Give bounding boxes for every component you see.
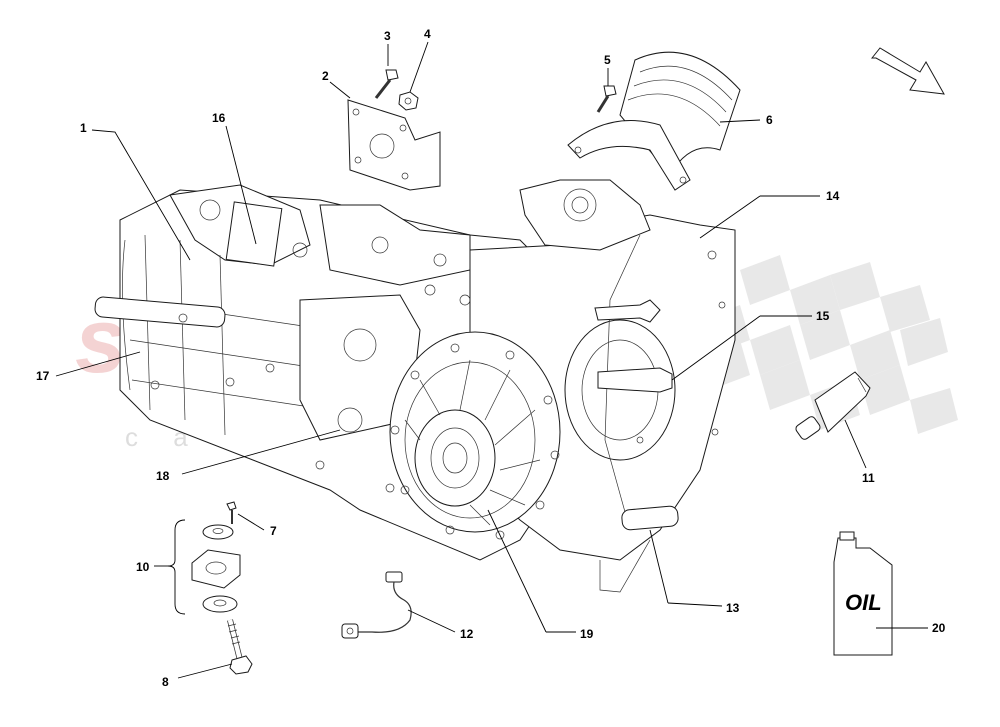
callout-14: 14 <box>826 189 840 203</box>
callout-4: 4 <box>424 27 431 41</box>
callout-labels: 1 2 3 4 5 6 7 8 10 11 12 13 14 15 16 17 … <box>36 27 946 689</box>
bolt-part-8 <box>227 619 253 675</box>
oil-bottle-label: OIL <box>845 590 882 615</box>
callout-10: 10 <box>136 560 150 574</box>
screw-part-7 <box>226 501 237 524</box>
callout-13: 13 <box>726 601 740 615</box>
callout-16: 16 <box>212 111 226 125</box>
callout-1: 1 <box>80 121 87 135</box>
callout-18: 18 <box>156 469 170 483</box>
differential-cover-part-19 <box>389 331 561 540</box>
callout-6: 6 <box>766 113 773 127</box>
leader-lines <box>55 41 928 679</box>
bolt-part-5 <box>596 85 617 113</box>
callout-3: 3 <box>384 29 391 43</box>
cover-part-6 <box>567 51 741 191</box>
callout-12: 12 <box>460 627 474 641</box>
callout-8: 8 <box>162 675 169 689</box>
bracket-part-2 <box>347 99 441 191</box>
callout-11: 11 <box>862 471 875 485</box>
callout-17: 17 <box>36 369 50 383</box>
callout-19: 19 <box>580 627 594 641</box>
sensor-part-12 <box>341 571 412 639</box>
mount-assembly-part-10 <box>167 519 241 615</box>
callout-5: 5 <box>604 53 611 67</box>
oil-bottle-part-20: OIL <box>833 531 893 656</box>
nut-part-4 <box>398 91 419 111</box>
callout-7: 7 <box>270 524 277 538</box>
direction-arrow-icon <box>870 47 945 95</box>
sealant-tube-part-11 <box>795 371 871 440</box>
callout-20: 20 <box>932 621 946 635</box>
callout-15: 15 <box>816 309 830 323</box>
bolt-part-3 <box>374 69 399 99</box>
callout-2: 2 <box>322 69 329 83</box>
